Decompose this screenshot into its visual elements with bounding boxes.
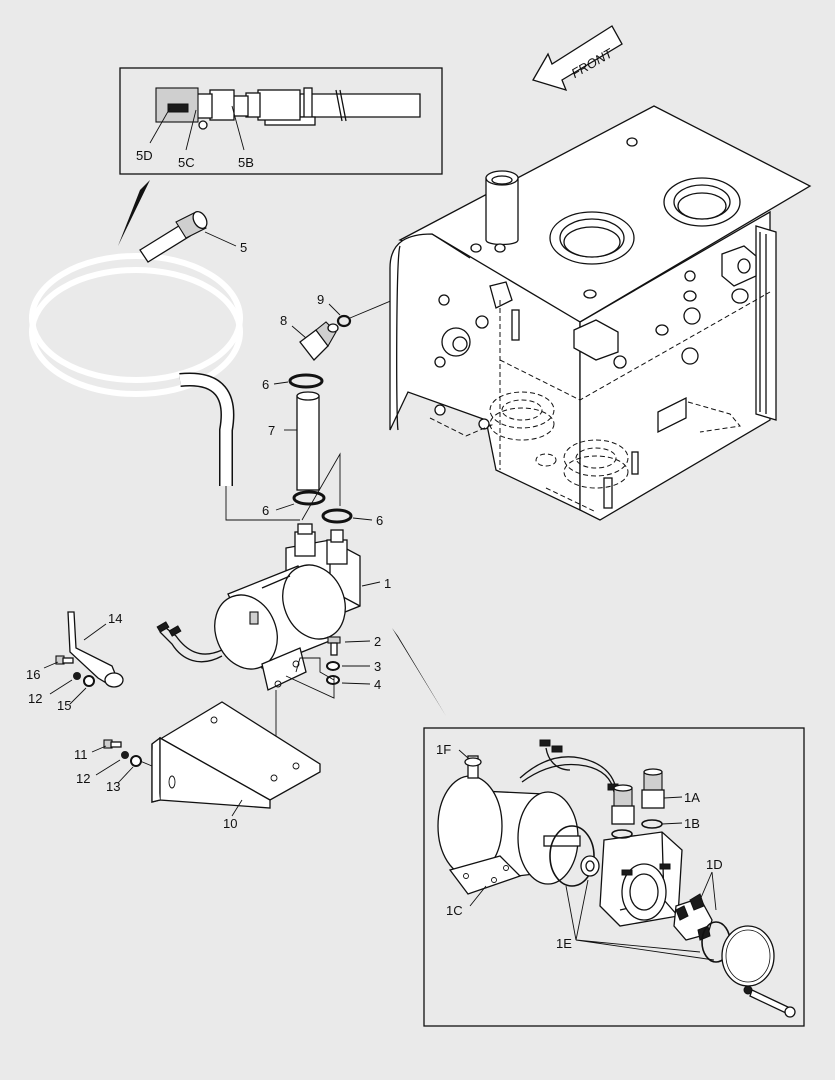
inset-pointer [118, 180, 150, 246]
washer-12-upper: 12 [28, 672, 81, 706]
callout-8: 8 [280, 313, 287, 328]
washer-12-lower: 12 [76, 751, 129, 786]
callout-16: 16 [26, 667, 40, 682]
exploded-inset-pointer [392, 628, 446, 716]
hose-clamp-top: 6 [262, 373, 324, 392]
callout-4: 4 [374, 677, 381, 692]
hose-assembly: 5 [29, 210, 247, 486]
callout-1: 1 [384, 576, 391, 591]
washer-3: 3 [326, 659, 381, 674]
callout-11: 11 [74, 747, 88, 762]
callout-6-left: 6 [262, 503, 269, 518]
callout-7: 7 [268, 423, 275, 438]
callout-13: 13 [106, 779, 120, 794]
hose-piece-7: 7 [268, 391, 320, 491]
callout-6-right: 6 [376, 513, 383, 528]
callout-1E: 1E [556, 936, 572, 951]
hose-clamp-lower-left: 6 [262, 490, 326, 518]
mounting-bracket-10: 10 [151, 701, 321, 831]
callout-9: 9 [317, 292, 324, 307]
callout-12-upper: 12 [28, 691, 42, 706]
washer-15: 15 [57, 675, 95, 713]
front-direction-arrow: FRONT [532, 25, 623, 92]
callout-5B: 5B [238, 155, 254, 170]
washer-4: 4 [326, 675, 381, 692]
callout-1C: 1C [446, 903, 463, 918]
callout-1B: 1B [684, 816, 700, 831]
callout-5: 5 [240, 240, 247, 255]
bolt-2: 2 [327, 634, 381, 656]
callout-15: 15 [57, 698, 71, 713]
pump-motor-assembly: 1 [156, 523, 391, 691]
callout-12-lower: 12 [76, 771, 90, 786]
callout-5C: 5C [178, 155, 195, 170]
hydraulic-tank [389, 105, 812, 521]
washer-13: 13 [106, 755, 142, 794]
bolt-16: 16 [26, 655, 74, 682]
bolt-11: 11 [74, 739, 122, 762]
callout-2: 2 [374, 634, 381, 649]
callout-1F: 1F [436, 742, 451, 757]
assembly-guide-lines [225, 452, 341, 521]
elbow-fitting: 8 [280, 313, 339, 361]
callout-1D: 1D [706, 857, 723, 872]
callout-6-top: 6 [262, 377, 269, 392]
callout-5D: 5D [136, 148, 153, 163]
callout-14: 14 [108, 611, 122, 626]
pump-exploded-inset: 1F 1A 1B [423, 727, 805, 1027]
hose-clamp-lower-right: 6 [321, 508, 383, 528]
callout-3: 3 [374, 659, 381, 674]
callout-10: 10 [223, 816, 237, 831]
callout-1A: 1A [684, 790, 700, 805]
bracket-guide-line [139, 760, 153, 767]
spanner-tool-14: 14 [67, 611, 124, 688]
hose-fitting-detail-inset: 5D 5C 5B [119, 67, 443, 175]
